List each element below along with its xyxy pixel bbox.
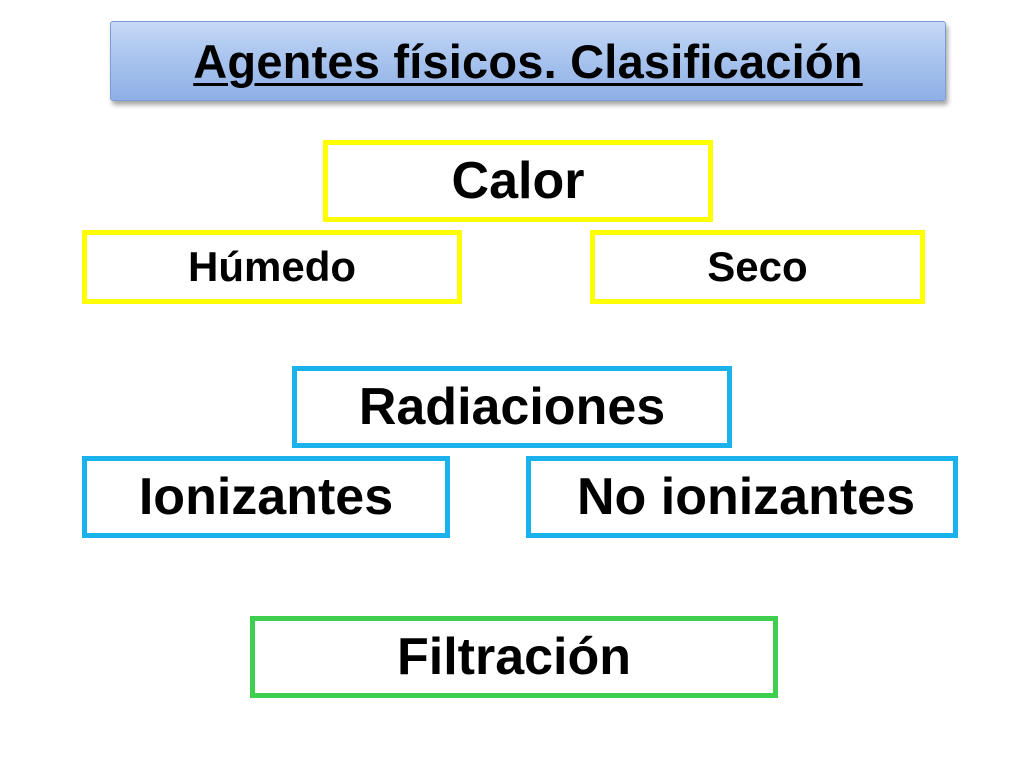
radiaciones-box: Radiaciones bbox=[292, 366, 732, 448]
seco-box: Seco bbox=[590, 230, 925, 304]
no-ionizantes-box: No ionizantes bbox=[526, 456, 958, 538]
slide-title: Agentes físicos. Clasificación bbox=[193, 34, 863, 88]
ionizantes-box: Ionizantes bbox=[82, 456, 450, 538]
filtracion-box: Filtración bbox=[250, 616, 778, 698]
humedo-box: Húmedo bbox=[82, 230, 462, 304]
title-banner: Agentes físicos. Clasificación bbox=[110, 21, 946, 101]
calor-box: Calor bbox=[323, 140, 713, 222]
